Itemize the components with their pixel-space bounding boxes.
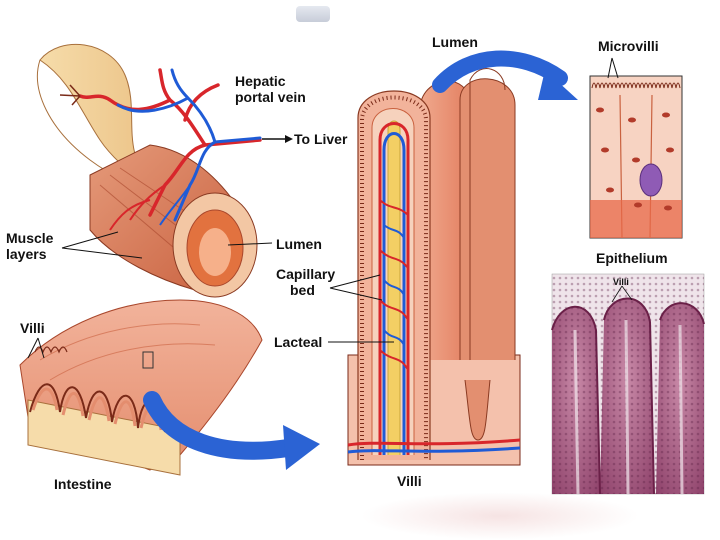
intestine-illustration	[19, 44, 293, 476]
lumen-intestine-label: Lumen	[276, 236, 322, 252]
flow-arrow-top	[432, 50, 578, 100]
lumen-villus-label: Lumen	[432, 34, 478, 50]
capillary-bed-label: Capillary bed	[276, 266, 335, 298]
intestine-label: Intestine	[54, 476, 112, 492]
capillary-label-line2: bed	[290, 282, 315, 298]
epithelium-label: Epithelium	[596, 250, 668, 266]
villi-bottom-label: Villi	[397, 473, 422, 489]
muscle-layers-label: Muscle layers	[6, 230, 53, 262]
villi-left-label: Villi	[20, 320, 45, 336]
epithelium-illustration	[589, 57, 683, 239]
blood-vessels	[59, 68, 262, 231]
decorative-tab	[296, 6, 330, 22]
to-liver-label: To Liver	[294, 131, 348, 147]
flow-arrow-bottom	[143, 391, 320, 470]
muscle-label-line2: layers	[6, 246, 47, 262]
lacteal-label: Lacteal	[274, 334, 323, 350]
microvilli-label: Microvilli	[598, 38, 659, 54]
hepatic-label-line1: Hepatic	[235, 73, 286, 89]
capillary-label-line1: Capillary	[276, 266, 336, 282]
micrograph-villi-label: Villi	[613, 277, 629, 287]
villi-micrograph	[551, 273, 705, 495]
hepatic-label-line2: portal vein	[235, 89, 306, 105]
decorative-glow	[360, 492, 640, 540]
villus-illustration	[328, 68, 521, 466]
hepatic-portal-vein-label: Hepatic portal vein	[235, 73, 306, 105]
muscle-label-line1: Muscle	[6, 230, 54, 246]
